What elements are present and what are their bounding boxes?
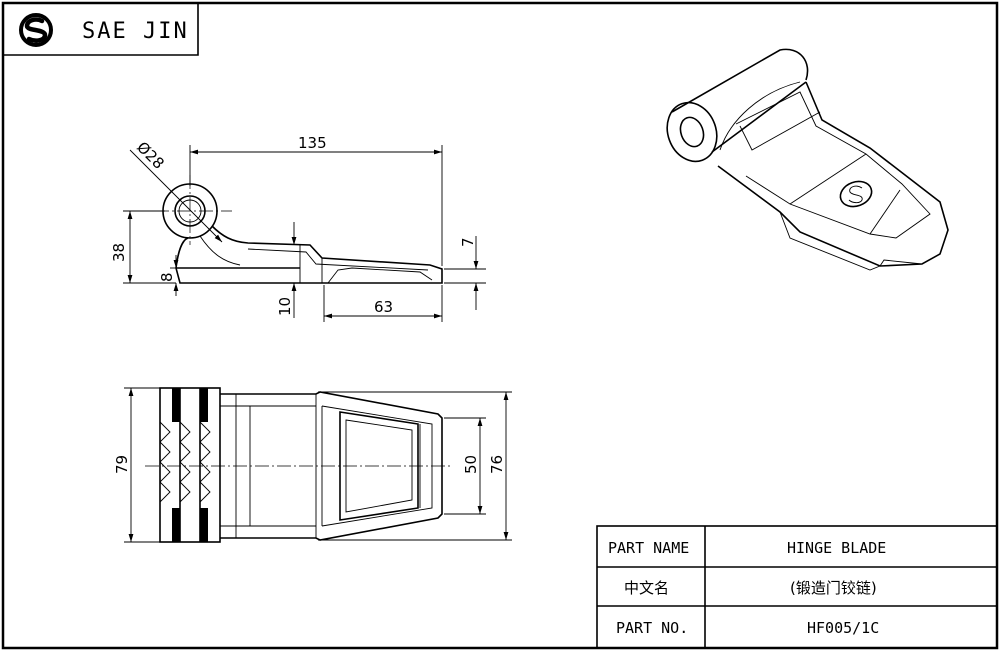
dim-inner: 50 — [462, 455, 480, 474]
dim-outer: 76 — [488, 455, 506, 474]
dim-step: 10 — [276, 297, 294, 316]
label-chinese-name: 中文名 — [624, 579, 669, 597]
sj-logo-icon — [19, 13, 53, 47]
iso-barrel-end — [666, 101, 718, 163]
label-part-no: PART NO. — [616, 619, 688, 637]
dim-height: 38 — [110, 243, 128, 262]
brand-box: SAE JIN — [3, 3, 199, 56]
dim-width: 79 — [113, 455, 131, 474]
value-part-no: HF005/1C — [807, 619, 879, 637]
value-chinese-name: (锻造门铰链) — [790, 579, 877, 597]
isometric-view — [666, 48, 949, 271]
iso-logo-icon — [839, 180, 873, 208]
brand-name: SAE JIN — [82, 19, 189, 44]
dim-plate: 8 — [158, 272, 176, 282]
side-view: 135 Ø28 38 8 7 10 63 — [110, 134, 486, 322]
dim-tip: 7 — [459, 237, 477, 247]
title-block: PART NAME HINGE BLADE 中文名 (锻造门铰链) PART N… — [596, 525, 998, 649]
iso-barrel-hole — [679, 116, 705, 148]
value-part-name: HINGE BLADE — [787, 539, 886, 557]
hinge-hole — [174, 195, 206, 227]
dim-tail: 63 — [374, 298, 393, 316]
barrel-hatching — [159, 388, 211, 542]
dim-hole-dia: Ø28 — [133, 138, 168, 173]
top-view: 79 50 76 — [113, 387, 512, 543]
dim-length: 135 — [298, 134, 327, 152]
label-part-name: PART NAME — [608, 539, 689, 557]
